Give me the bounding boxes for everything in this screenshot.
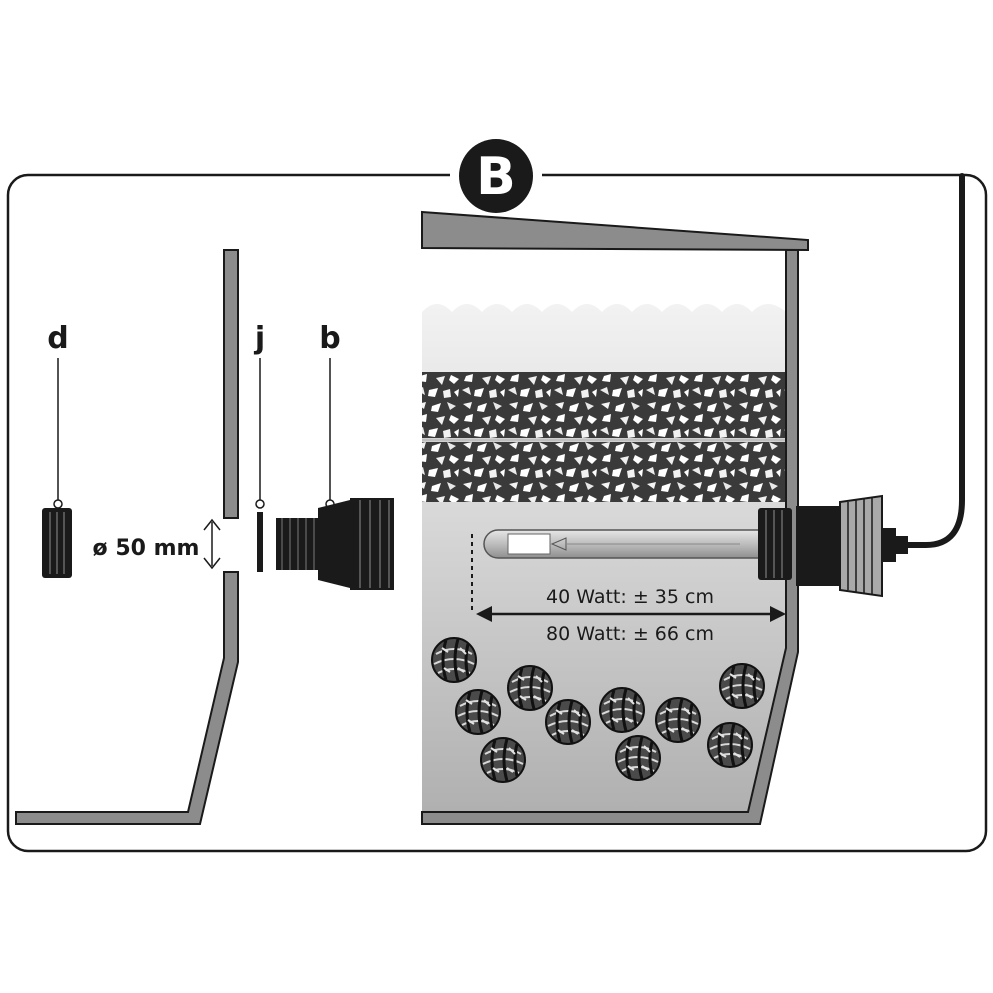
label-d: d <box>47 321 68 356</box>
filter-bio-ball-icon <box>598 686 646 734</box>
lamp-length-40w: 40 Watt: ± 35 cm <box>546 586 714 608</box>
lamp-length-dimension: 40 Watt: ± 35 cm 80 Watt: ± 66 cm <box>476 586 786 645</box>
power-cable <box>903 173 965 548</box>
part-b: b <box>276 321 394 590</box>
uv-lamp-tube-icon <box>483 529 777 559</box>
gasket-ring-icon <box>257 512 263 572</box>
pond-wall <box>15 249 239 825</box>
filter-bio-ball-icon <box>654 696 702 744</box>
filter-bio-ball-icon <box>544 698 592 746</box>
uv-clarifier-housing-icon <box>758 494 908 598</box>
filter-box: 40 Watt: ± 35 cm 80 Watt: ± 66 cm <box>421 210 809 825</box>
gravel-layer-icon <box>422 442 786 502</box>
label-j: j <box>254 321 265 356</box>
part-j: j <box>254 321 265 572</box>
threaded-connector-icon <box>276 498 394 590</box>
diameter-label: ø 50 mm <box>93 536 200 561</box>
filter-bio-ball-icon <box>706 721 754 769</box>
panel-badge-label: B <box>476 147 516 207</box>
filter-bio-ball-icon <box>479 736 527 784</box>
gravel-layer-icon <box>422 372 786 438</box>
filter-bio-ball-icon <box>718 662 766 710</box>
part-d: d <box>42 321 72 578</box>
filter-lid <box>421 210 809 252</box>
filter-bio-ball-icon <box>614 734 662 782</box>
lamp-length-80w: 80 Watt: ± 66 cm <box>546 623 714 645</box>
panel-badge: B <box>450 139 542 213</box>
diameter-dimension: ø 50 mm <box>93 518 221 570</box>
filter-bio-ball-icon <box>430 636 478 684</box>
label-b: b <box>319 321 340 356</box>
filter-bio-ball-icon <box>506 664 554 712</box>
filter-bio-ball-icon <box>454 688 502 736</box>
